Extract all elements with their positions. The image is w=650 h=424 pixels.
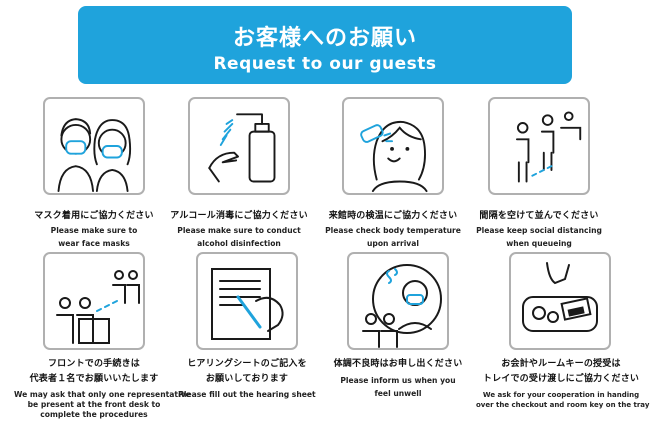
- item-6-en-1: Please fill out the hearing sheet: [178, 390, 316, 399]
- item-2-en-1: Please make sure to conduct: [177, 226, 301, 235]
- card-tray-icon: [509, 252, 611, 350]
- item-8-en-1: We ask for your cooperation in handing: [482, 391, 640, 399]
- item-4-jp: 間隔を空けて並んでください: [479, 211, 599, 221]
- item-5-jp-1: フロントでの手続きは: [47, 359, 140, 369]
- item-1-en-1: Please make sure to: [50, 226, 138, 235]
- item-6-jp-1: ヒアリングシートのご記入を: [187, 359, 307, 369]
- item-8-en-2: over the checkout and room key on the tr…: [476, 401, 650, 409]
- item-2-jp: アルコール消毒にご協力ください: [170, 211, 308, 221]
- item-1-jp: マスク着用にご協力ください: [34, 211, 154, 221]
- item-8-jp-2: トレイでの受け渡しにご協力ください: [482, 374, 640, 384]
- item-4-en-2: when queueing: [506, 239, 572, 248]
- temperature-check-icon: [342, 97, 444, 195]
- item-7-jp: 体調不良時はお申し出ください: [333, 359, 463, 369]
- item-2-en-2: alcohol disinfection: [197, 239, 281, 248]
- item-6-jp-2: お願いしております: [205, 374, 289, 384]
- item-7-en-2: feel unwell: [374, 389, 422, 398]
- feeling-unwell-icon: [347, 252, 449, 350]
- header-banner: お客様へのお願い Request to our guests: [78, 6, 572, 84]
- item-4-en-1: Please keep social distancing: [476, 226, 602, 235]
- hand-sanitizer-icon: [188, 97, 290, 195]
- hearing-sheet-icon: [196, 252, 298, 350]
- page-title: お客様へのお願い: [232, 26, 417, 51]
- item-7-en-1: Please inform us when you: [340, 376, 456, 385]
- item-5-en-3: complete the procedures: [40, 410, 148, 419]
- item-8-jp-1: お会計やルームキーの授受は: [501, 359, 621, 369]
- item-5-en-1: We may ask that only one representative: [14, 390, 191, 399]
- item-5-en-2: be present at the front desk to: [27, 400, 161, 409]
- item-1-en-2: wear face masks: [58, 239, 130, 248]
- item-3-en-2: upon arrival: [366, 239, 419, 248]
- item-5-jp-2: 代表者１名でお願いいたします: [29, 374, 159, 384]
- item-3-en-1: Please check body temperature: [325, 226, 461, 235]
- front-desk-icon: [43, 252, 145, 350]
- item-3-jp: 来館時の検温にご協力ください: [328, 211, 458, 221]
- face-mask-icon: [43, 97, 145, 195]
- social-distance-queue-icon: [488, 97, 590, 195]
- page-subtitle: Request to our guests: [213, 54, 437, 74]
